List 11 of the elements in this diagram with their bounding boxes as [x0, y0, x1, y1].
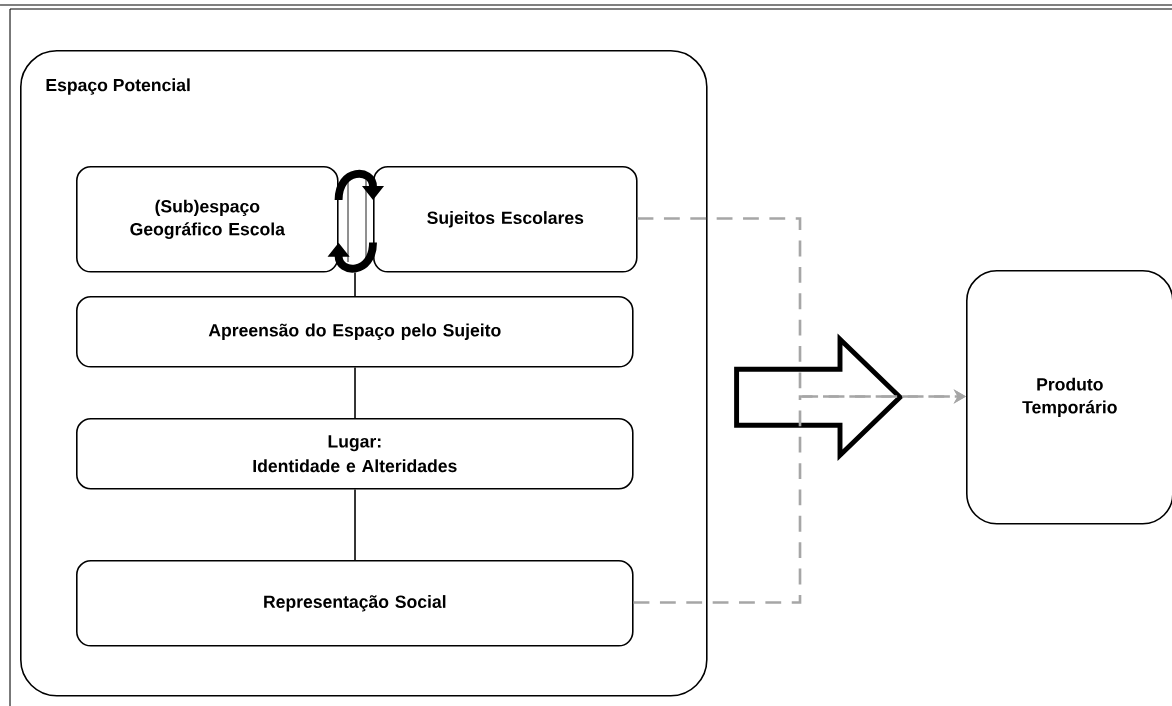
connector-line [354, 366, 356, 419]
block-arrow [734, 333, 904, 462]
connector-line [354, 271, 356, 297]
connector-line [354, 488, 356, 561]
process-box: Sujeitos Escolares [373, 166, 638, 273]
process-box: Produto Temporário [966, 270, 1172, 525]
process-box: (Sub)espaço Geográfico Escola [76, 166, 339, 273]
process-box: Lugar: Identidade e Alteridades [76, 418, 634, 490]
process-box: Apreensão do Espaço pelo Sujeito [76, 296, 634, 368]
cycle-arrows [334, 169, 385, 201]
process-box: Representação Social [76, 560, 634, 647]
